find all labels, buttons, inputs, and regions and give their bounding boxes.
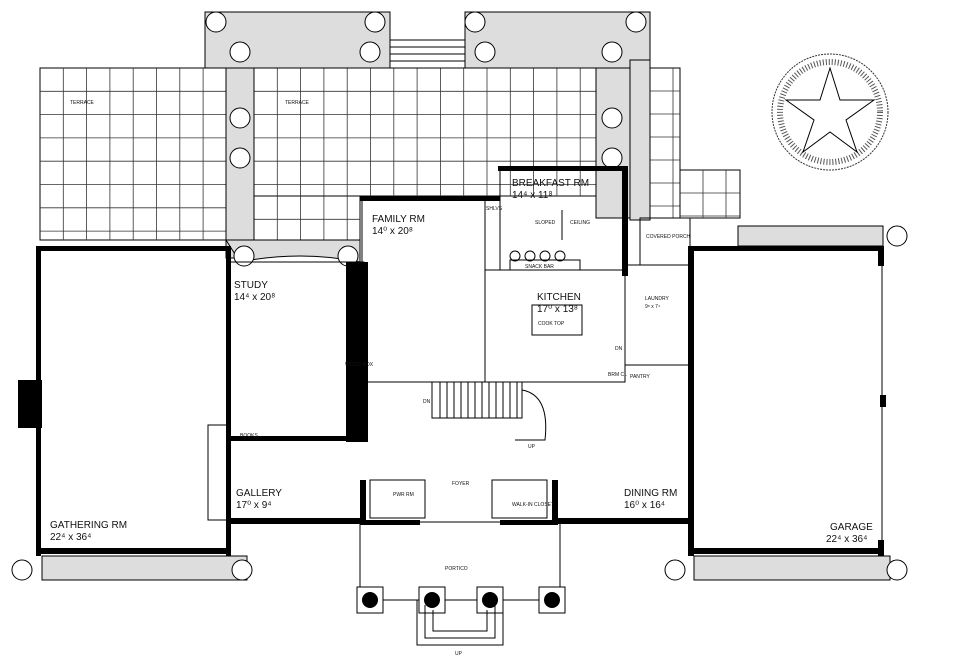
planter-circles <box>11 11 908 581</box>
front-steps <box>416 600 504 646</box>
column-icon <box>544 592 560 608</box>
sloped-label: SLOPED <box>535 220 556 226</box>
shrub-icon <box>229 107 251 129</box>
terrace-area <box>679 169 741 219</box>
wood-box-label: WOOD BOX <box>345 362 374 368</box>
kitchen-size: 17⁰ x 13⁸ <box>537 304 578 315</box>
shrub-icon <box>601 147 623 169</box>
laundry-label: LAUNDRY <box>645 296 669 302</box>
garage-size: 22⁴ x 36⁴ <box>826 534 867 545</box>
terrace-area <box>649 67 681 219</box>
main-stair <box>431 381 547 441</box>
terrace-area <box>253 67 597 197</box>
covered-porch-label: COVERED PORCH <box>646 234 691 240</box>
shrub-icon <box>364 11 386 33</box>
walk-in-closet-label: WALK-IN CLOSET <box>512 502 554 508</box>
ceiling-label: CEILING <box>570 220 590 226</box>
stair-run <box>431 381 523 419</box>
service-stair-dn-label: DN <box>615 346 623 352</box>
family-rm-label: FAMILY RM <box>372 214 425 225</box>
gallery-size: 17⁰ x 9⁴ <box>236 500 272 511</box>
gallery-label: GALLERY <box>236 488 282 499</box>
dining-rm-size: 16⁰ x 16⁴ <box>624 500 665 511</box>
pantry-label: PANTRY <box>630 374 650 380</box>
shrub-icon <box>11 559 33 581</box>
terrace-center-label: TERRACE <box>285 100 310 106</box>
column-icon <box>482 592 498 608</box>
column-icon <box>424 592 440 608</box>
study-label: STUDY <box>234 280 268 291</box>
foyer-label: FOYER <box>452 481 470 487</box>
cook-top-label: COOK TOP <box>538 321 565 327</box>
shrub-icon <box>625 11 647 33</box>
shrub-icon <box>886 559 908 581</box>
dining-rm-label: DINING RM <box>624 488 677 499</box>
laundry-size: 9⁸ x 7⁴ <box>645 304 660 310</box>
column-icon <box>362 592 378 608</box>
books-label: BOOKS <box>240 433 258 439</box>
shrub-icon <box>601 107 623 129</box>
shrub-icon <box>474 41 496 63</box>
stair-curve <box>515 389 547 441</box>
family-rm-size: 14⁰ x 20⁸ <box>372 226 413 237</box>
terrace-area <box>253 195 361 241</box>
shrub-icon <box>233 245 255 267</box>
breakfast-rm-label: BREAKFAST RM <box>512 178 589 189</box>
portico-columns <box>356 586 566 614</box>
compass-tree-icon <box>771 53 889 171</box>
labels: TERRACE TERRACE FAMILY RM 14⁰ x 20⁸ BREA… <box>50 100 873 657</box>
portico-label: PORTICO <box>445 566 468 572</box>
walls <box>18 166 886 556</box>
shrub-icon <box>886 225 908 247</box>
top-steps <box>389 39 466 69</box>
garage-label: GARAGE <box>830 522 873 533</box>
kitchen-label: KITCHEN <box>537 292 581 303</box>
shrub-icon <box>664 559 686 581</box>
snack-bar-label: SNACK BAR <box>525 264 554 270</box>
planters <box>41 11 891 581</box>
shrub-icon <box>205 11 227 33</box>
brm-cl-label: BRM CL <box>608 372 627 378</box>
gathering-rm-size: 22⁴ x 36⁴ <box>50 532 91 543</box>
shrub-icon <box>359 41 381 63</box>
breakfast-rm-size: 14⁴ x 11⁸ <box>512 190 553 201</box>
gathering-rm-label: GATHERING RM <box>50 520 127 531</box>
shrub-icon <box>229 41 251 63</box>
shelves-label: SHLVS <box>486 206 503 212</box>
shrub-icon <box>601 41 623 63</box>
main-stair-up-label: UP <box>528 444 536 450</box>
powder-rm-label: PWR RM <box>393 492 414 498</box>
main-stair-dn-label: DN <box>423 399 431 405</box>
terrace-left-label: TERRACE <box>70 100 95 106</box>
shrub-icon <box>231 559 253 581</box>
shrub-icon <box>229 147 251 169</box>
study-size: 14⁴ x 20⁸ <box>234 292 275 303</box>
shrub-icon <box>464 11 486 33</box>
kitchen-island <box>509 250 581 271</box>
stair-up-label: UP <box>455 651 463 657</box>
